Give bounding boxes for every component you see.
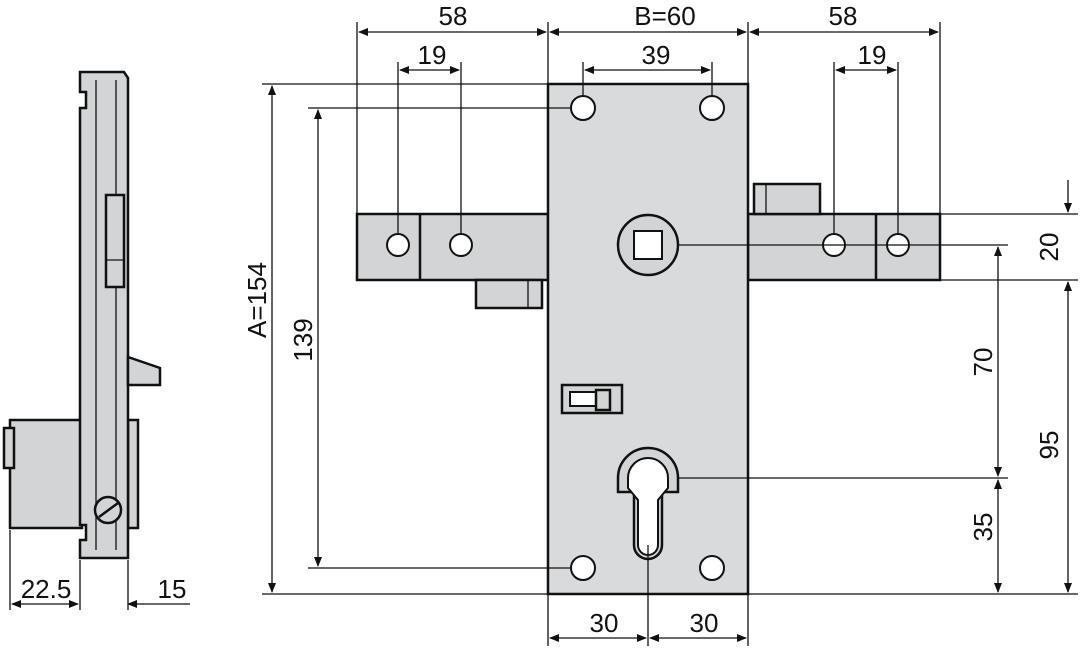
side-screw-slot bbox=[98, 501, 119, 519]
side-faceplate bbox=[78, 70, 130, 560]
side-latch-bolt bbox=[126, 355, 162, 387]
mount-hole-top-left bbox=[570, 95, 596, 121]
right-bolt-guide bbox=[752, 182, 822, 216]
dim-total-height: A=154 bbox=[242, 262, 272, 338]
front-view bbox=[355, 82, 942, 596]
dim-top-holes: 39 bbox=[642, 40, 671, 70]
left-bar-hole-outer bbox=[386, 233, 410, 257]
side-view: 22.5 15 bbox=[2, 70, 190, 610]
dim-top-left-holes: 19 bbox=[418, 40, 447, 70]
mount-hole-bottom-left bbox=[570, 555, 596, 581]
latch-switch-slot bbox=[569, 391, 597, 407]
dim-side-thickness: 15 bbox=[158, 574, 187, 604]
dimension-labels: 58 B=60 58 19 39 19 A=154 139 20 70 95 3… bbox=[242, 1, 1064, 638]
dimension-lines bbox=[262, 22, 1078, 646]
dim-bottom-right: 30 bbox=[690, 608, 719, 638]
dim-top-right-holes: 19 bbox=[858, 40, 887, 70]
dim-bolt-height: 20 bbox=[1034, 233, 1064, 262]
dim-backset-width: B=60 bbox=[634, 1, 695, 31]
euro-cylinder-keyhole-icon bbox=[627, 457, 669, 556]
dim-top-right-width: 58 bbox=[829, 1, 858, 31]
dim-hole-spacing-vertical: 139 bbox=[288, 318, 318, 361]
left-bolt-guide bbox=[474, 278, 544, 310]
dim-follower-to-bottom: 95 bbox=[1034, 431, 1064, 460]
dim-side-depth: 22.5 bbox=[21, 574, 72, 604]
dim-cylinder-to-bottom: 35 bbox=[968, 513, 998, 542]
square-spindle-icon bbox=[633, 230, 663, 260]
mount-hole-top-right bbox=[699, 95, 725, 121]
side-cylinder-cap bbox=[2, 426, 16, 470]
side-cylinder-back bbox=[126, 418, 140, 530]
dim-follower-to-cylinder: 70 bbox=[968, 348, 998, 377]
left-bar-hole-inner bbox=[449, 233, 473, 257]
side-slot bbox=[104, 193, 126, 289]
side-cylinder-body bbox=[8, 418, 84, 530]
dim-top-left-width: 58 bbox=[439, 1, 468, 31]
dim-bottom-left: 30 bbox=[590, 608, 619, 638]
latch-switch-knob bbox=[594, 388, 612, 412]
mount-hole-bottom-right bbox=[699, 555, 725, 581]
